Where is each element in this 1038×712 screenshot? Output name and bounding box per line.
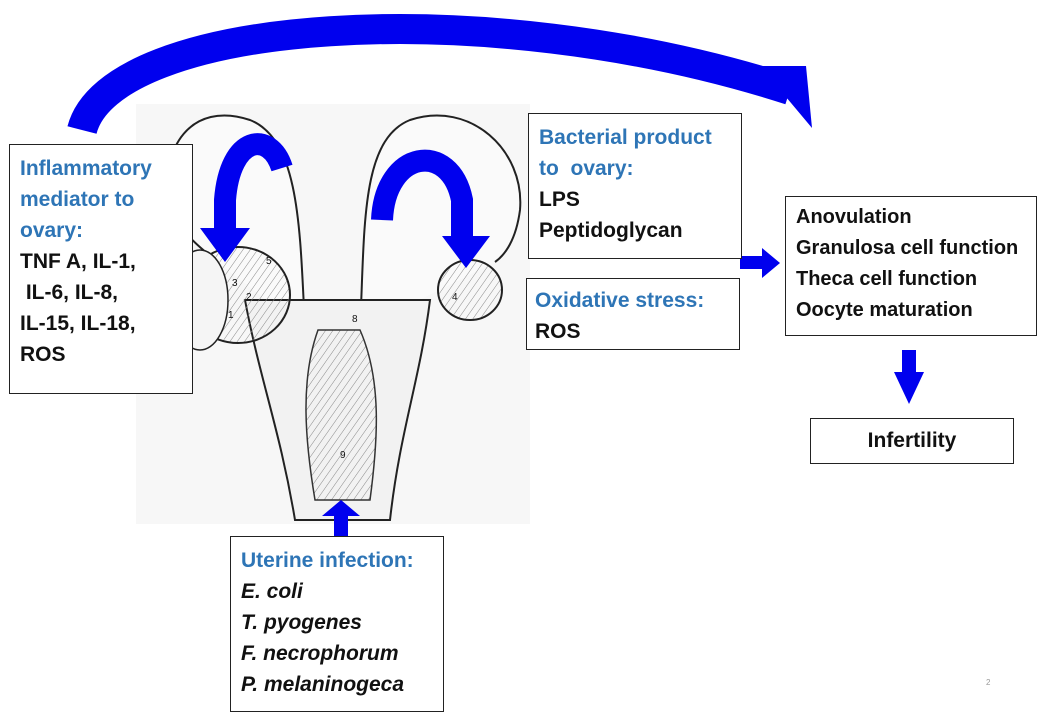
illustration-label-1: 1 [228, 310, 234, 321]
inflammatory-heading-line-2: mediator to [20, 184, 192, 215]
effect-anovulation: Anovulation [796, 202, 1036, 233]
uterine-item-ecoli: E. coli [241, 576, 443, 607]
inflammatory-item-1: TNF A, IL-1, [20, 246, 192, 277]
uterine-item-fnecrophorum: F. necrophorum [241, 638, 443, 669]
bacterial-heading-line-2: to ovary: [539, 153, 741, 184]
oxidative-item-ros: ROS [535, 316, 739, 347]
reproductive-tract-illustration: 1 2 3 5 4 8 9 [136, 104, 530, 524]
page-number: 2 [986, 678, 990, 687]
uterine-heading: Uterine infection: [241, 545, 443, 576]
infertility-box: Infertility [810, 418, 1014, 464]
bacterial-item-lps: LPS [539, 184, 741, 215]
bacterial-item-peptidoglycan: Peptidoglycan [539, 215, 741, 246]
illustration-label-2: 2 [246, 292, 252, 303]
illustration-label-9: 9 [340, 450, 346, 461]
oxidative-stress-box: Oxidative stress: ROS [526, 278, 740, 350]
infertility-label: Infertility [868, 429, 957, 452]
oxidative-heading: Oxidative stress: [535, 285, 739, 316]
uterine-item-pmelaninogeca: P. melaninogeca [241, 669, 443, 700]
illustration-label-8: 8 [352, 314, 358, 325]
illustration-label-3: 3 [232, 278, 238, 289]
down-arrow-to-infertility [894, 350, 924, 404]
inflammatory-mediator-box: Inflammatory mediator to ovary: TNF A, I… [9, 144, 193, 394]
illustration-label-5: 5 [266, 256, 272, 267]
uterine-item-tpyogenes: T. pyogenes [241, 607, 443, 638]
effect-oocyte: Oocyte maturation [796, 295, 1036, 326]
uterine-infection-box: Uterine infection: E. coli T. pyogenes F… [230, 536, 444, 712]
inflammatory-heading-line-3: ovary: [20, 215, 192, 246]
effect-theca: Theca cell function [796, 264, 1036, 295]
inflammatory-item-4: ROS [20, 339, 192, 370]
inflammatory-heading-line-1: Inflammatory [20, 153, 192, 184]
effect-granulosa: Granulosa cell function [796, 233, 1036, 264]
illustration-label-4: 4 [452, 292, 458, 303]
inflammatory-item-3: IL-15, IL-18, [20, 308, 192, 339]
right-arrow-to-effects [740, 248, 780, 278]
ovarian-effects-box: Anovulation Granulosa cell function Thec… [785, 196, 1037, 336]
bacterial-product-box: Bacterial product to ovary: LPS Peptidog… [528, 113, 742, 259]
inflammatory-item-2: IL-6, IL-8, [20, 277, 192, 308]
bacterial-heading-line-1: Bacterial product [539, 122, 741, 153]
